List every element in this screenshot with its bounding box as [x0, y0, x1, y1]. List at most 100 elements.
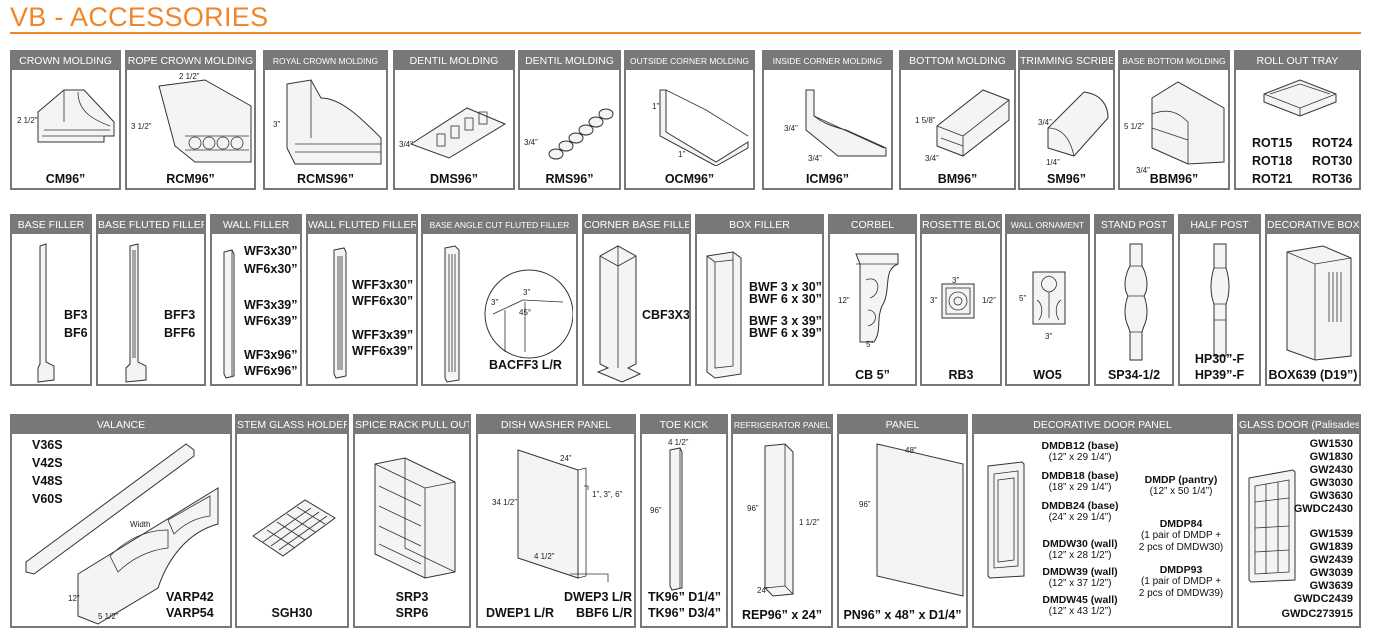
glass-door-code: GW3030 — [1309, 477, 1353, 489]
ddp-item: DMDP84(1 pair of DMDP +2 pcs of DMDW30) — [1138, 518, 1224, 553]
card-wall-ornament: WALL ORNAMENT 5” 3” WO5 — [1005, 214, 1090, 386]
rope-crown-molding-icon — [155, 76, 253, 166]
code-sgh30: SGH30 — [271, 606, 313, 620]
glass-door-code: GW1530 — [1309, 438, 1353, 450]
half-post-icon — [1208, 240, 1232, 360]
dim-label: 3/4” — [784, 124, 798, 133]
code-rms96: RMS96” — [545, 172, 594, 186]
dim-label: 5” — [1019, 294, 1027, 303]
dim-label: 2 1/2” — [17, 116, 38, 125]
card-inside-corner-molding: INSIDE CORNER MOLDING 3/4” 3/4” ICM96” — [762, 50, 893, 190]
card-header: DECORATIVE BOX — [1267, 216, 1359, 234]
code-ocm96: OCM96” — [664, 172, 715, 186]
code-rot30: ROT30 — [1312, 154, 1353, 168]
dim-label: 3” — [930, 296, 938, 305]
panel-icon — [873, 440, 966, 600]
code-wf6x30: WF6x30” — [244, 262, 298, 276]
card-header: HALF POST — [1180, 216, 1259, 234]
code-wff3x30: WFF3x30” — [352, 278, 414, 292]
code-rot24: ROT24 — [1312, 136, 1353, 150]
code-wf3x39: WF3x39” — [244, 298, 298, 312]
code-rcms96: RCMS96” — [297, 172, 354, 186]
corner-base-filler-icon — [594, 244, 642, 384]
dim-label: 96” — [650, 506, 662, 515]
dim-label: 3/4” — [524, 138, 538, 147]
glass-door-code: GW1830 — [1309, 451, 1353, 463]
code-bwf3x30: BWF 3 x 30” — [749, 280, 822, 294]
code-hp39: HP39”-F — [1194, 368, 1245, 382]
ddp-item: DMDW39 (wall)(12” x 37 1/2”) — [1042, 566, 1118, 589]
bottom-molding-icon — [933, 86, 1013, 160]
royal-crown-molding-icon — [281, 78, 385, 168]
card-header: WALL ORNAMENT — [1007, 216, 1088, 234]
card-trimming-scribe: TRIMMING SCRIBE 3/4” 1/4” SM96” — [1018, 50, 1115, 190]
wall-fluted-filler-icon — [330, 246, 350, 380]
card-decorative-door-panel: DECORATIVE DOOR PANEL DMDB12 (base)(12” … — [972, 414, 1233, 628]
code-rb3: RB3 — [948, 368, 974, 382]
dim-label: Width — [130, 520, 151, 529]
card-header: BASE BOTTOM MOLDING — [1120, 52, 1228, 70]
card-box-filler: BOX FILLER BWF 3 x 30” BWF 6 x 30” BWF 3… — [695, 214, 824, 386]
code-wf3x96: WF3x96” — [244, 348, 298, 362]
decorative-box-icon — [1283, 242, 1355, 362]
code-varp54: VARP54 — [166, 606, 214, 620]
card-header: DISH WASHER PANEL — [478, 416, 634, 434]
stem-glass-holder-icon — [249, 496, 339, 562]
ddp-item: DMDW45 (wall)(12” x 43 1/2”) — [1042, 594, 1118, 617]
code-rot36: ROT36 — [1312, 172, 1353, 186]
rosette-block-icon — [938, 280, 978, 322]
code-cbf3x3: CBF3X3 — [642, 308, 690, 322]
card-roll-out-tray: ROLL OUT TRAY ROT15 ROT24 ROT18 ROT30 RO… — [1234, 50, 1361, 190]
code-bm96: BM96” — [937, 172, 978, 186]
dim-label: 1” — [652, 102, 660, 111]
code-wf3x30: WF3x30” — [244, 244, 298, 258]
card-base-angle-cut-fluted-filler: BASE ANGLE CUT FLUTED FILLER 3” 3” 45° B… — [421, 214, 578, 386]
code-bff3: BFF3 — [164, 308, 196, 322]
title-underline — [10, 32, 1361, 34]
base-bottom-molding-icon — [1148, 78, 1228, 166]
card-header: ROLL OUT TRAY — [1236, 52, 1359, 70]
card-rosette-block: ROSETTE BLOCK 3” 3” 1/2” RB3 — [920, 214, 1002, 386]
card-header: OUTSIDE CORNER MOLDING — [626, 52, 753, 70]
code-rot18: ROT18 — [1252, 154, 1293, 168]
glass-door-code: GW2430 — [1309, 464, 1353, 476]
glass-door-code: GWDC2430 — [1293, 503, 1353, 515]
code-dwep1: DWEP1 L/R — [486, 606, 555, 620]
code-wf6x96: WF6x96” — [244, 364, 298, 378]
code-tk96-d14: TK96” D1/4” — [648, 590, 721, 604]
code-srp3: SRP3 — [395, 590, 429, 604]
dim-label: 5” — [866, 340, 874, 349]
code-rot21: ROT21 — [1252, 172, 1293, 186]
code-rcm96: RCM96” — [166, 172, 215, 186]
code-bwf6x30: BWF 6 x 30” — [749, 292, 822, 306]
dim-label: 1/4” — [1046, 158, 1060, 167]
card-header: PANEL — [839, 416, 966, 434]
dim-label: 1 1/2” — [799, 518, 820, 527]
ddp-item: DMDP (pantry)(12” x 50 1/4”) — [1144, 474, 1218, 497]
dim-label: 1” — [678, 150, 686, 159]
card-header: VALANCE — [12, 416, 230, 434]
dim-label: 3/4” — [925, 154, 939, 163]
card-header: BASE FLUTED FILLER — [98, 216, 204, 234]
code-bf3: BF3 — [64, 308, 88, 322]
code-wff6x30: WFF6x30” — [352, 294, 414, 308]
card-header: ROYAL CROWN MOLDING — [265, 52, 386, 70]
card-header: ROSETTE BLOCK — [922, 216, 1000, 234]
code-v60s: V60S — [32, 492, 63, 506]
code-wff3x39: WFF3x39” — [352, 328, 414, 342]
dim-label: 5 1/2” — [98, 612, 119, 621]
code-wo5: WO5 — [1033, 368, 1062, 382]
code-cm96: CM96” — [45, 172, 86, 186]
dim-label: 3/4” — [808, 154, 822, 163]
card-header: GLASS DOOR (Palisades) — [1239, 416, 1359, 434]
card-header: DENTIL MOLDING — [395, 52, 513, 70]
dim-label: 96” — [859, 500, 871, 509]
card-decorative-box: DECORATIVE BOX BOX639 (D19”) — [1265, 214, 1361, 386]
code-pn96: PN96” x 48” x D1/4” — [843, 608, 962, 622]
dim-label: 12” — [838, 296, 850, 305]
card-header: BOX FILLER — [697, 216, 822, 234]
card-base-bottom-molding: BASE BOTTOM MOLDING 5 1/2” 3/4” BBM96” — [1118, 50, 1230, 190]
card-header: BASE ANGLE CUT FLUTED FILLER — [423, 216, 576, 234]
glass-door-code: GWDC2439 — [1293, 593, 1353, 605]
dim-label: 3/4” — [1136, 166, 1150, 175]
